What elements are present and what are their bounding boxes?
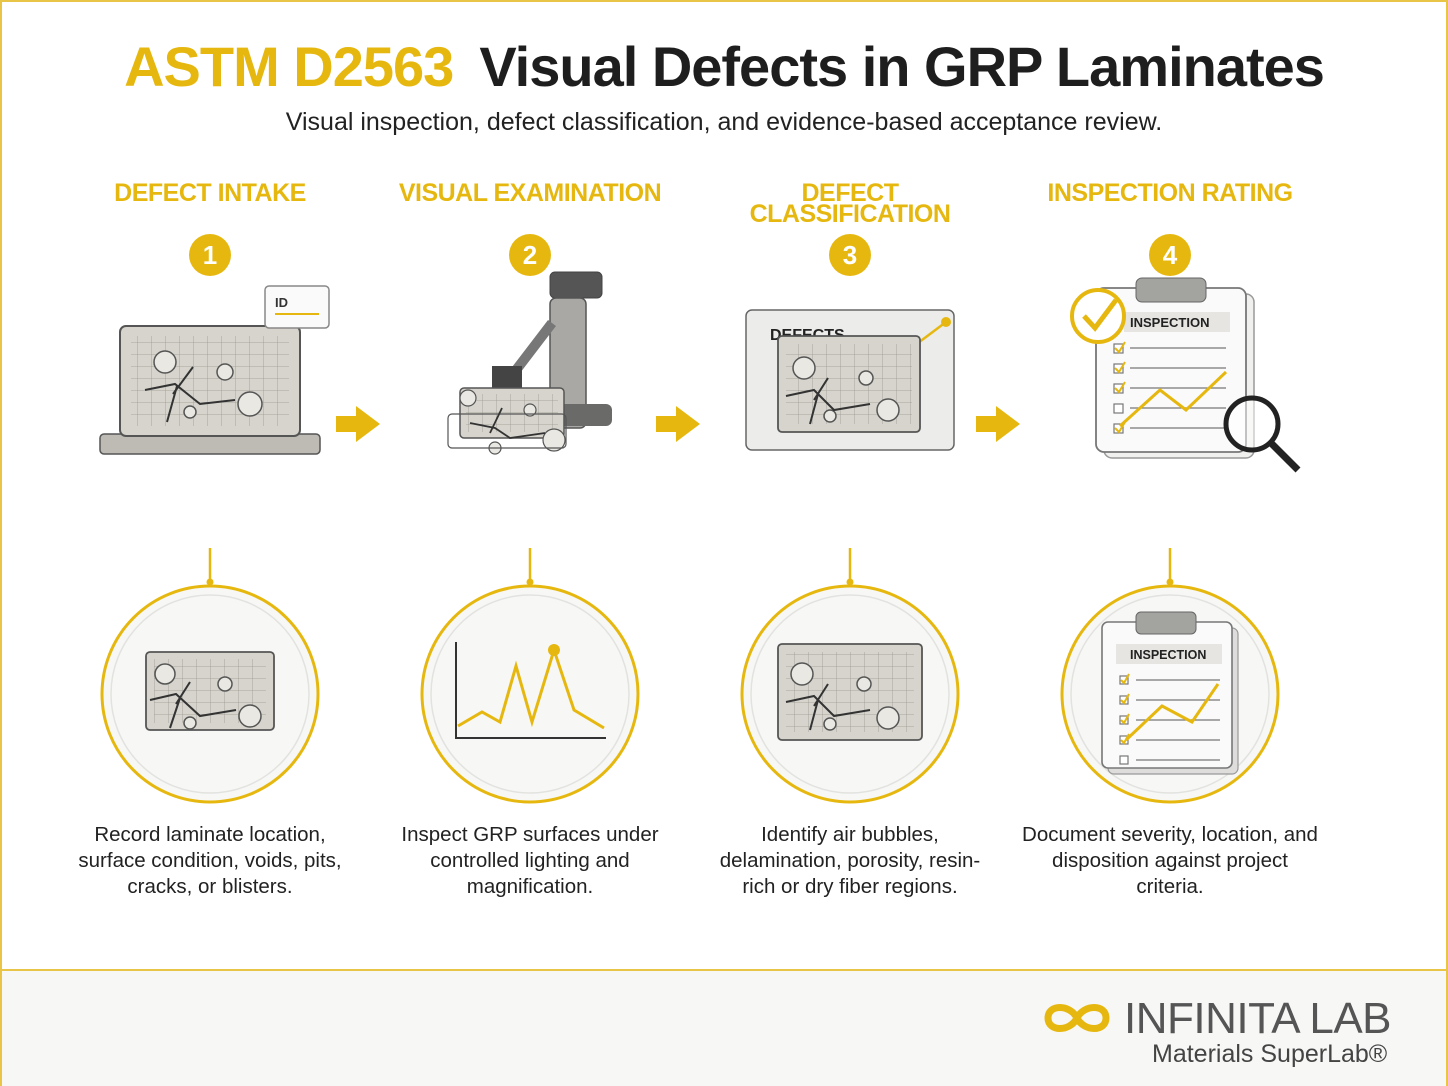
step-3-detail-circle xyxy=(740,548,960,804)
step-2-detail-circle xyxy=(420,548,640,804)
title-text: Visual Defects in GRP Laminates xyxy=(479,35,1325,98)
inspection-label-small: INSPECTION xyxy=(1130,648,1206,662)
page-subtitle: Visual inspection, defect classification… xyxy=(285,108,1163,136)
step-1-description: Record laminate location, surface condit… xyxy=(78,823,342,898)
logo-tagline: Materials SuperLab® xyxy=(1152,1040,1388,1068)
inspection-label: INSPECTION xyxy=(1130,315,1209,330)
logo-name: INFINITA LAB xyxy=(1124,994,1392,1043)
step-1-badge: 1 xyxy=(189,234,231,276)
step-3-title: DEFECT CLASSIFICATION xyxy=(749,179,951,228)
step-4-detail-circle: INSPECTION xyxy=(1060,548,1280,804)
step-1-title: DEFECT INTAKE xyxy=(114,179,306,207)
inspection-clipboard-icon: INSPECTION xyxy=(1070,277,1301,473)
step-4-badge: 4 xyxy=(1149,234,1191,276)
step-1-detail-circle xyxy=(100,548,320,804)
footer xyxy=(2,969,1446,1086)
step-3-description: Identify air bubbles, delamination, poro… xyxy=(719,823,981,898)
microscope-icon xyxy=(447,271,612,455)
title-code: ASTM D2563 xyxy=(124,35,454,98)
step-2-title: VISUAL EXAMINATION xyxy=(398,179,662,207)
step-4-description: Document severity, location, and disposi… xyxy=(1022,823,1318,898)
step-4-title: INSPECTION RATING xyxy=(1047,179,1293,207)
laptop-laminate-icon: ID xyxy=(99,285,330,455)
arrow-right-icon xyxy=(976,406,1020,442)
id-label: ID xyxy=(275,295,288,310)
arrow-right-icon xyxy=(336,406,380,442)
step-2-badge: 2 xyxy=(509,234,551,276)
infinity-logo-icon xyxy=(1044,1004,1110,1032)
arrow-right-icon xyxy=(656,406,700,442)
defects-board-icon: DEFECTS xyxy=(745,309,955,451)
step-2-description: Inspect GRP surfaces under controlled li… xyxy=(401,823,659,898)
page-title: ASTM D2563 Visual Defects in GRP Laminate… xyxy=(0,34,1448,99)
step-3-badge: 3 xyxy=(829,234,871,276)
